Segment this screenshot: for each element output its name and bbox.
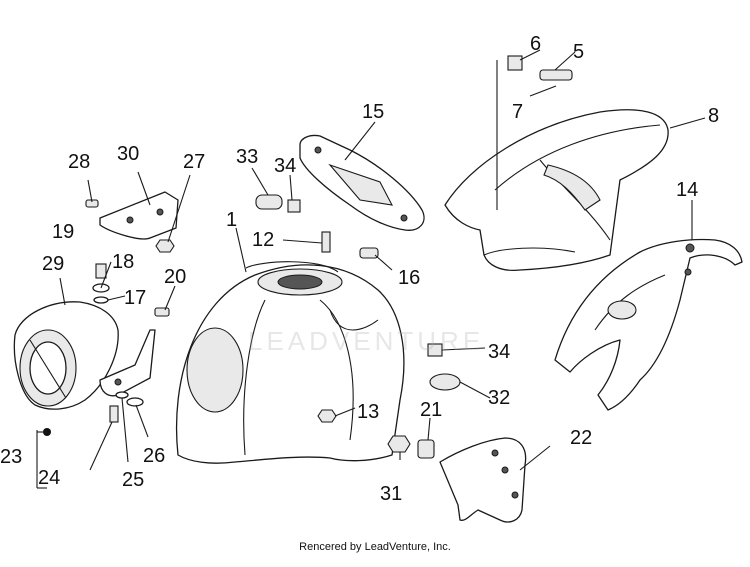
callout-34-lower: 34 [488, 341, 510, 363]
callout-15: 15 [362, 101, 384, 123]
front-fender [175, 261, 405, 464]
callout-28: 28 [68, 151, 90, 173]
callout-16: 16 [398, 267, 420, 289]
headlight-mount-bracket [99, 329, 156, 397]
watermark: LEADVENTURE [248, 326, 485, 356]
callout-20: 20 [164, 266, 186, 288]
callout-8: 8 [708, 105, 719, 127]
callout-23: 23 [0, 446, 22, 468]
callout-32: 32 [488, 387, 510, 409]
lower-bracket [439, 437, 527, 523]
callout-13: 13 [357, 401, 379, 423]
callout-25: 25 [122, 469, 144, 491]
headlight-bucket [13, 301, 119, 410]
callout-30: 30 [117, 143, 139, 165]
callout-5: 5 [573, 41, 584, 63]
callout-26: 26 [143, 445, 165, 467]
callout-19: 19 [52, 221, 74, 243]
callout-24: 24 [38, 467, 60, 489]
leader-lines [36, 49, 706, 489]
upper-bracket [99, 191, 179, 240]
callout-34-upper: 34 [274, 155, 296, 177]
callout-7: 7 [512, 101, 523, 123]
callout-12: 12 [252, 229, 274, 251]
callout-21: 21 [420, 399, 442, 421]
rear-fender [444, 109, 669, 271]
callout-22: 22 [570, 427, 592, 449]
callout-1: 1 [226, 209, 237, 231]
callout-18: 18 [112, 251, 134, 273]
callout-17: 17 [124, 287, 146, 309]
callout-27: 27 [183, 151, 205, 173]
callout-31: 31 [380, 483, 402, 505]
callout-33: 33 [236, 146, 258, 168]
mount-plate [299, 134, 425, 231]
callout-14: 14 [676, 179, 698, 201]
callout-6: 6 [530, 33, 541, 55]
fender-strut [554, 238, 743, 411]
footer-credit: Rencered by LeadVenture, Inc. [299, 541, 451, 553]
callout-labels: 1 5 6 7 8 12 13 14 15 16 17 18 19 20 21 … [0, 33, 719, 505]
callout-29: 29 [42, 253, 64, 275]
